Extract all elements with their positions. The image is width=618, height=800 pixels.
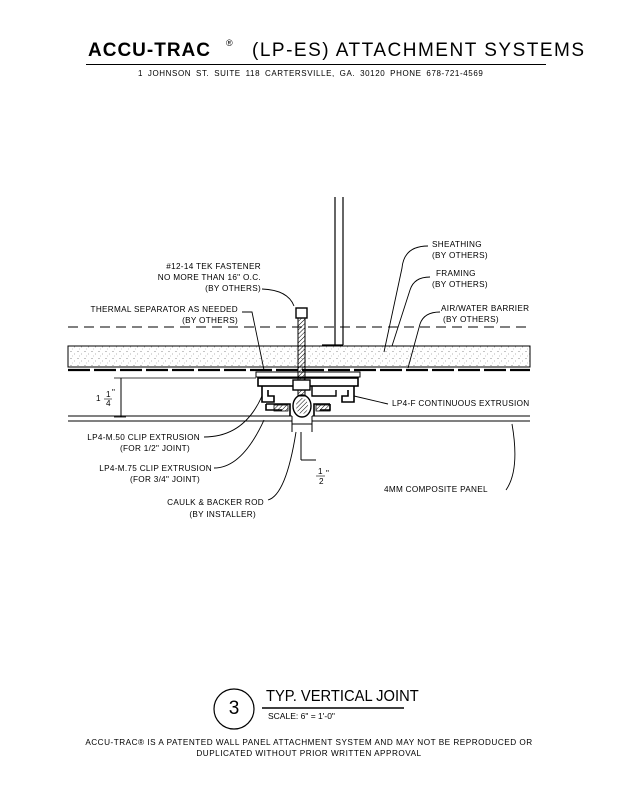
depth-inch: " bbox=[112, 388, 115, 397]
joint-inch: " bbox=[326, 469, 329, 478]
thermal-separator bbox=[255, 371, 361, 378]
label-m50-2: (FOR 1/2" JOINT) bbox=[120, 444, 190, 453]
label-caulk-2: (BY INSTALLER) bbox=[189, 510, 256, 519]
label-sheathing-2: (BY OTHERS) bbox=[432, 251, 488, 260]
label-tek-1: #12-14 TEK FASTENER bbox=[166, 262, 261, 271]
label-thermal-2: (BY OTHERS) bbox=[182, 316, 238, 325]
detail-scale: SCALE: 6" = 1'-0" bbox=[268, 711, 335, 721]
label-lp4f: LP4-F CONTINUOUS EXTRUSION bbox=[392, 399, 529, 408]
tek-fastener bbox=[292, 307, 311, 397]
label-thermal-1: THERMAL SEPARATOR AS NEEDED bbox=[91, 305, 238, 314]
label-framing-1: FRAMING bbox=[436, 269, 476, 278]
leader-lines bbox=[203, 245, 516, 501]
composite-panel-left bbox=[68, 415, 293, 422]
label-tek-2: NO MORE THAN 16" O.C. bbox=[158, 273, 261, 282]
copyright-note-line-1: ACCU-TRAC® IS A PATENTED WALL PANEL ATTA… bbox=[85, 738, 533, 747]
label-m75-1: LP4-M.75 CLIP EXTRUSION bbox=[99, 464, 212, 473]
label-tek-3: (BY OTHERS) bbox=[205, 284, 261, 293]
brand-name: ACCU-TRAC bbox=[88, 40, 211, 61]
sheet-title: (LP-ES) ATTACHMENT SYSTEMS bbox=[252, 40, 586, 61]
joint-dimension: 1 2 " bbox=[300, 432, 329, 486]
depth-den: 4 bbox=[106, 399, 111, 408]
joint-den: 2 bbox=[319, 477, 324, 486]
label-m75-2: (FOR 3/4" JOINT) bbox=[130, 475, 200, 484]
header-rule bbox=[86, 64, 546, 65]
registered-mark: ® bbox=[226, 38, 233, 48]
framing-stud bbox=[322, 197, 344, 346]
copyright-note-line-2: DUPLICATED WITHOUT PRIOR WRITTEN APPROVA… bbox=[196, 749, 422, 758]
backer-rod bbox=[292, 394, 312, 418]
caulk-joint bbox=[291, 421, 313, 432]
label-framing-2: (BY OTHERS) bbox=[432, 280, 488, 289]
depth-dimension: 1 1 4 " bbox=[96, 377, 256, 418]
copyright-note: ACCU-TRAC® IS A PATENTED WALL PANEL ATTA… bbox=[60, 737, 558, 759]
detail-title: TYP. VERTICAL JOINT bbox=[266, 688, 419, 705]
callout-labels: SHEATHING (BY OTHERS) FRAMING (BY OTHERS… bbox=[87, 240, 529, 519]
depth-num: 1 bbox=[106, 390, 111, 399]
depth-whole: 1 bbox=[96, 394, 101, 403]
joint-num: 1 bbox=[318, 467, 323, 476]
label-barrier-1: AIR/WATER BARRIER bbox=[441, 304, 529, 313]
company-address: 1 JOHNSON ST. SUITE 118 CARTERSVILLE, GA… bbox=[138, 69, 484, 78]
composite-panel-right bbox=[311, 415, 530, 422]
label-barrier-2: (BY OTHERS) bbox=[443, 315, 499, 324]
detail-number: 3 bbox=[228, 698, 240, 719]
clip-screws bbox=[273, 404, 331, 412]
detail-number-badge bbox=[213, 688, 255, 730]
label-sheathing-1: SHEATHING bbox=[432, 240, 482, 249]
label-panel: 4MM COMPOSITE PANEL bbox=[384, 485, 488, 494]
label-caulk-1: CAULK & BACKER ROD bbox=[167, 498, 264, 507]
label-m50-1: LP4-M.50 CLIP EXTRUSION bbox=[87, 433, 200, 442]
